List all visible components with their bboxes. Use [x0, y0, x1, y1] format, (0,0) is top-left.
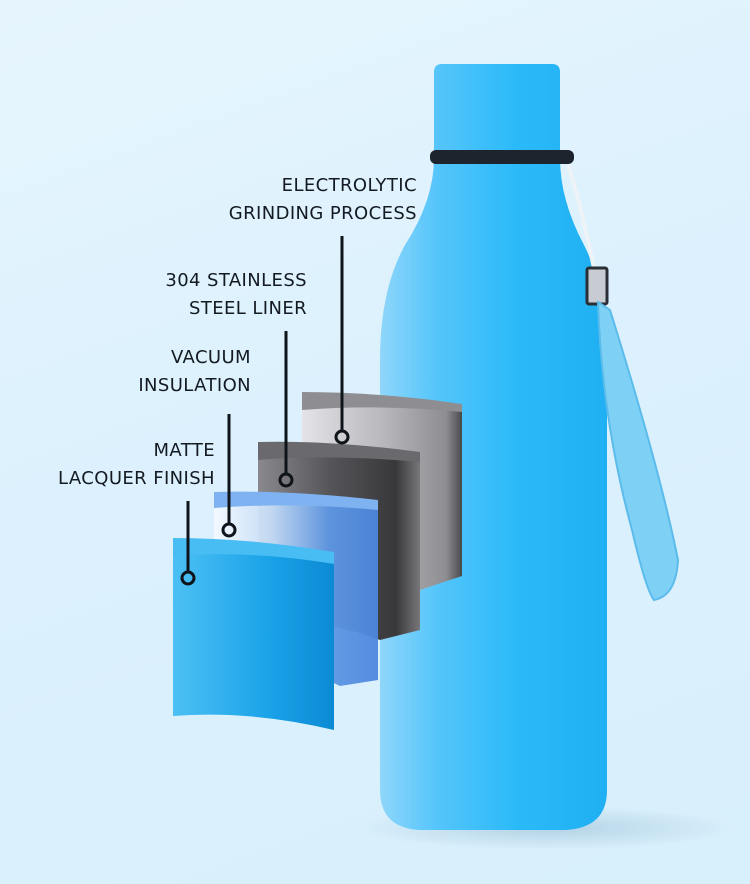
marker-stainless [278, 472, 294, 488]
marker-vacuum [221, 522, 237, 538]
label-stainless-liner: 304 STAINLESS STEEL LINER [165, 267, 307, 323]
marker-electrolytic [334, 429, 350, 445]
label-line-2: LACQUER FINISH [58, 468, 215, 489]
wrist-strap [596, 300, 680, 602]
strap-cord [566, 164, 598, 279]
layer-matte-lacquer [173, 544, 334, 730]
label-line-2: GRINDING PROCESS [228, 203, 417, 224]
label-vacuum-insulation: VACUUM INSULATION [138, 344, 251, 400]
bottle-neck-band [430, 150, 574, 164]
label-matte-lacquer: MATTE LACQUER FINISH [58, 437, 215, 493]
label-line-1: MATTE [153, 440, 215, 461]
label-line-1: ELECTROLYTIC [281, 175, 417, 196]
label-electrolytic-grinding: ELECTROLYTIC GRINDING PROCESS [229, 172, 417, 228]
label-line-1: 304 STAINLESS [165, 270, 307, 291]
label-line-2: STEEL LINER [189, 298, 307, 319]
label-line-1: VACUUM [170, 347, 251, 368]
marker-matte [180, 570, 196, 586]
label-line-2: INSULATION [138, 375, 251, 396]
strap-clip [585, 266, 609, 306]
bottle-body [380, 64, 607, 830]
